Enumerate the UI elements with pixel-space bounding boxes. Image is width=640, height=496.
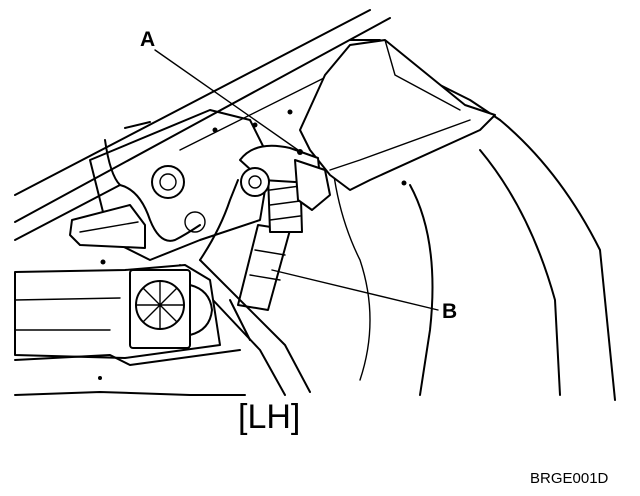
wiring-harness — [104, 121, 239, 261]
mounting-bracket — [69, 204, 146, 249]
evap-canister — [129, 269, 213, 349]
callout-label-a: A — [140, 28, 156, 51]
leader-lines — [154, 49, 439, 311]
body-contour-lines — [14, 9, 391, 241]
figure-caption: [LH] — [238, 398, 301, 436]
filler-cap-clamp — [239, 144, 331, 211]
grommet-hole — [151, 165, 185, 199]
callout-label-b: B — [442, 300, 458, 323]
leader-line-b — [271, 269, 439, 311]
figure-code: BRGE001D — [530, 470, 609, 487]
heat-shield-bracket — [299, 39, 496, 191]
leader-line-a — [154, 49, 299, 151]
